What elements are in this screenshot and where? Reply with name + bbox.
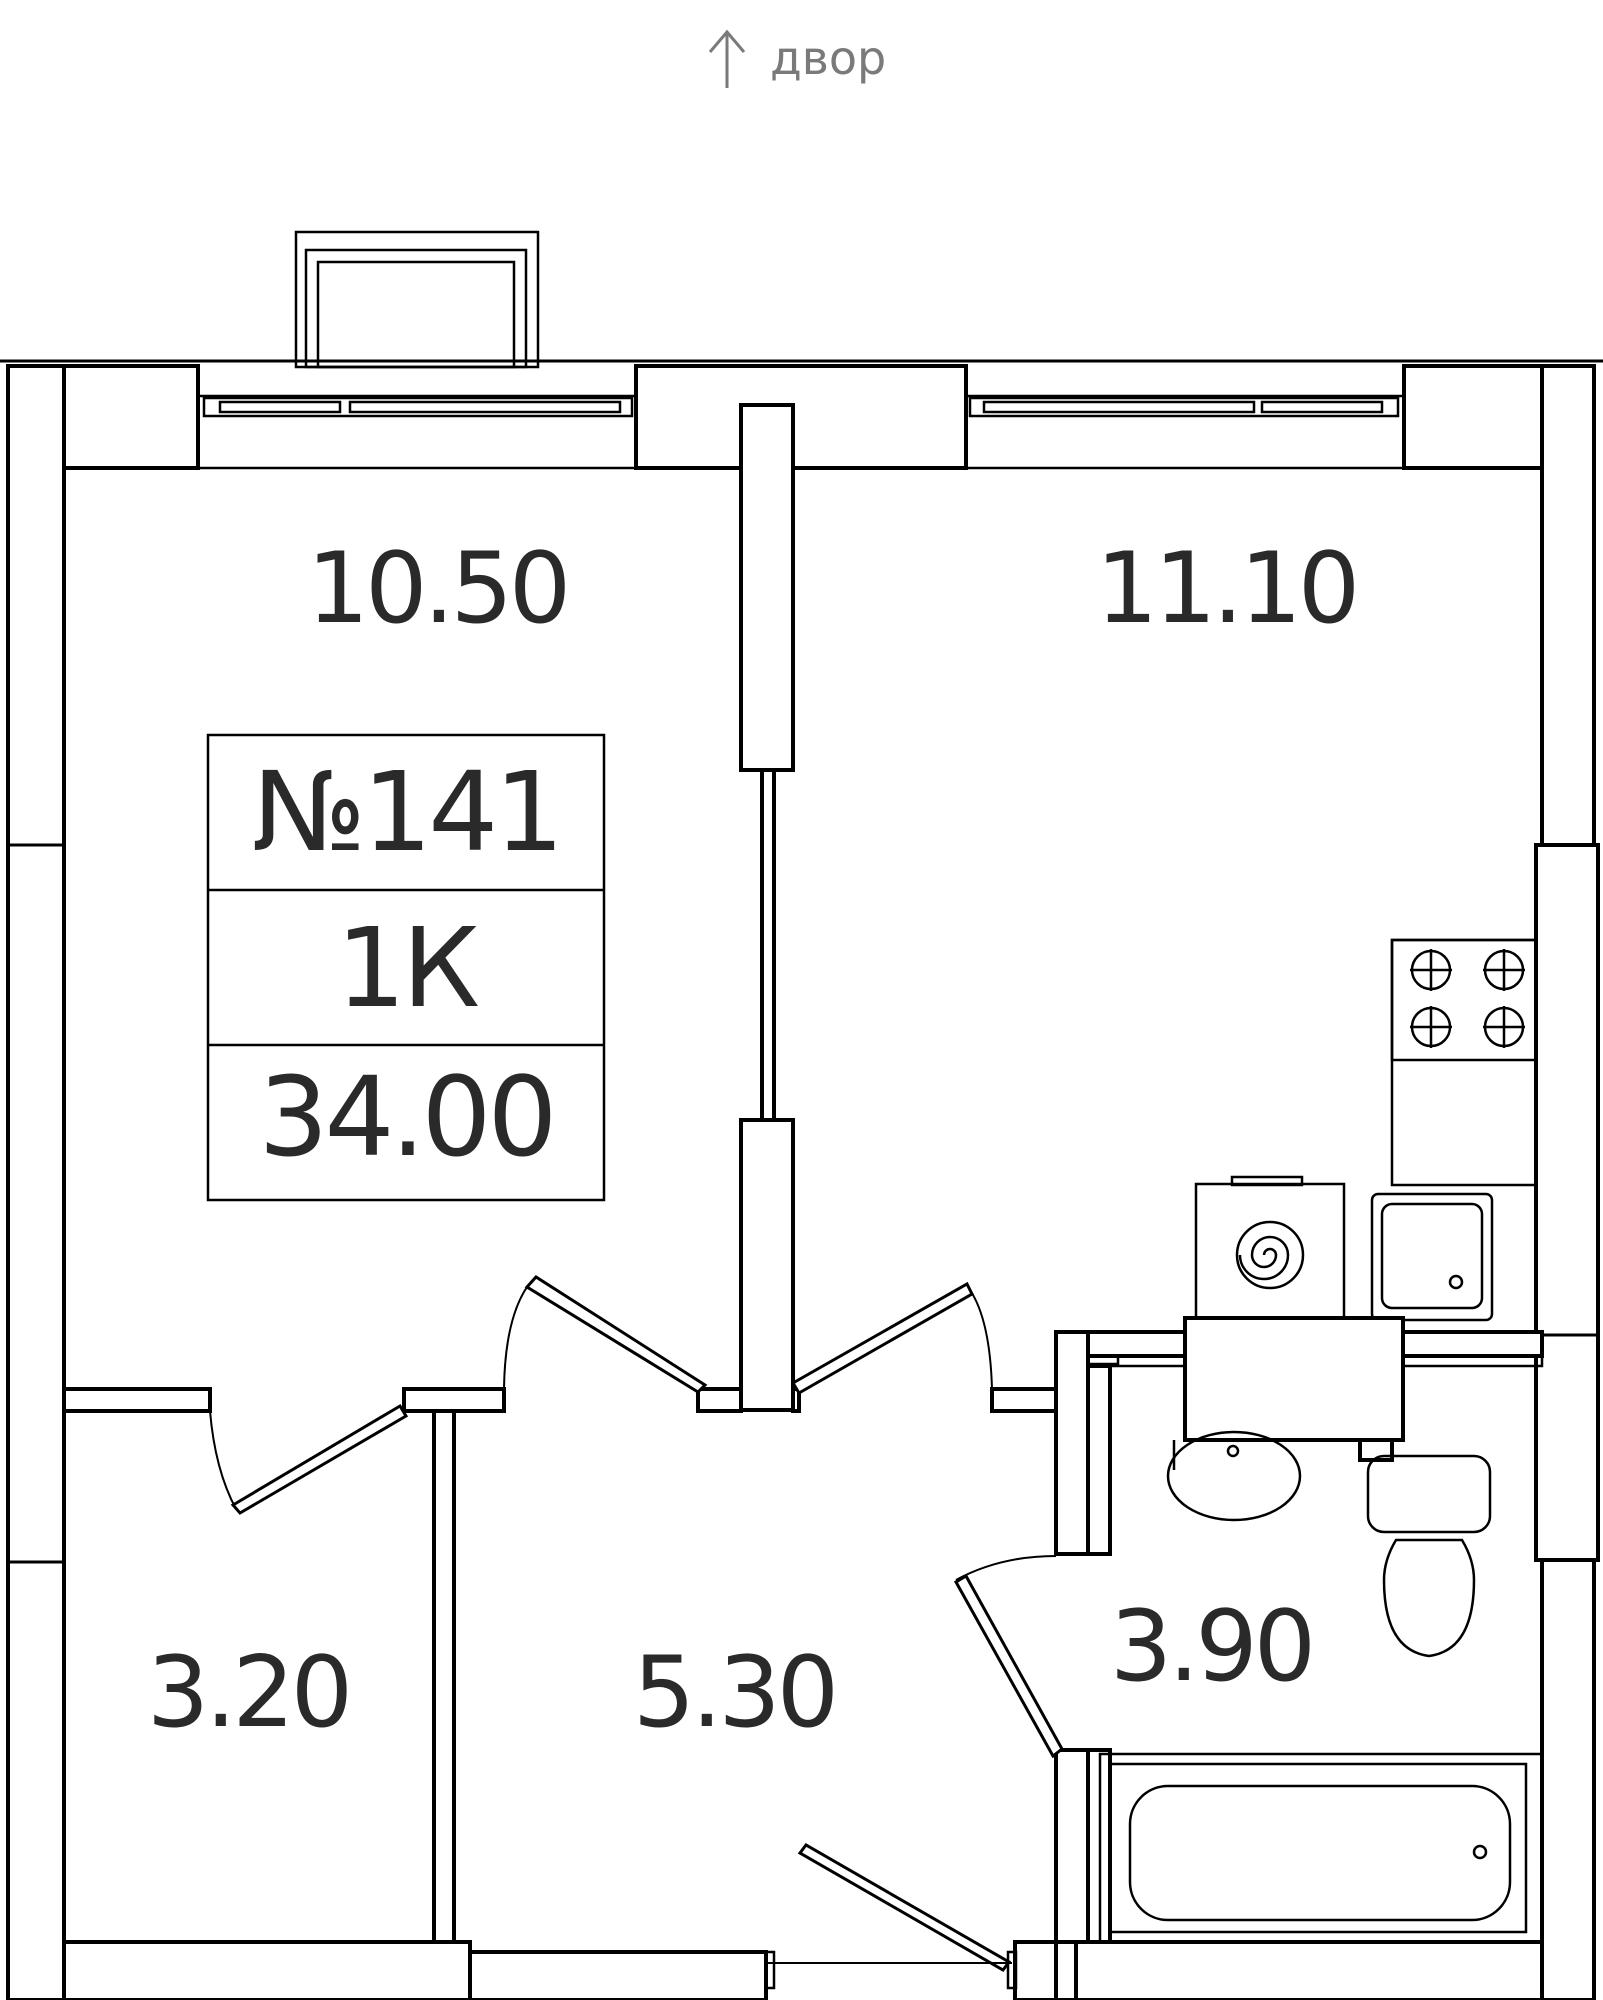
room-area-label: 10.50 <box>307 532 568 646</box>
orientation-marker: двор <box>708 29 886 88</box>
bathroom-vanity <box>1183 1316 1405 1462</box>
exterior-walls <box>6 364 1600 2000</box>
window-left <box>196 394 638 470</box>
apartment-total-area: 34.00 <box>259 1053 554 1181</box>
washing-machine-icon <box>1194 1175 1346 1322</box>
door-kitchen <box>790 1281 993 1396</box>
door-bathroom <box>953 1555 1064 1759</box>
apartment-type: 1К <box>336 904 478 1032</box>
apartment-info-box: №141 1К 34.00 <box>206 733 606 1202</box>
kitchen-area-label: 11.10 <box>1096 532 1357 646</box>
washbasin-icon <box>1166 1430 1302 1522</box>
hall-area-label: 5.30 <box>633 1636 835 1750</box>
toilet-icon <box>1366 1454 1492 1658</box>
sink-icon <box>1370 1192 1494 1322</box>
apartment-number: №141 <box>252 748 560 876</box>
stove-icon <box>1390 938 1538 1062</box>
door-wardrobe <box>209 1403 409 1515</box>
bathroom-area-label: 3.90 <box>1110 1590 1312 1704</box>
orientation-label: двор <box>770 31 886 85</box>
door-room <box>503 1275 708 1394</box>
bathtub-icon <box>1098 1752 1544 1944</box>
door-entrance <box>764 1843 1018 1990</box>
balcony <box>294 230 540 369</box>
arrow-up-icon <box>708 29 746 88</box>
window-right <box>964 394 1406 470</box>
wardrobe-area-label: 3.20 <box>147 1636 349 1750</box>
